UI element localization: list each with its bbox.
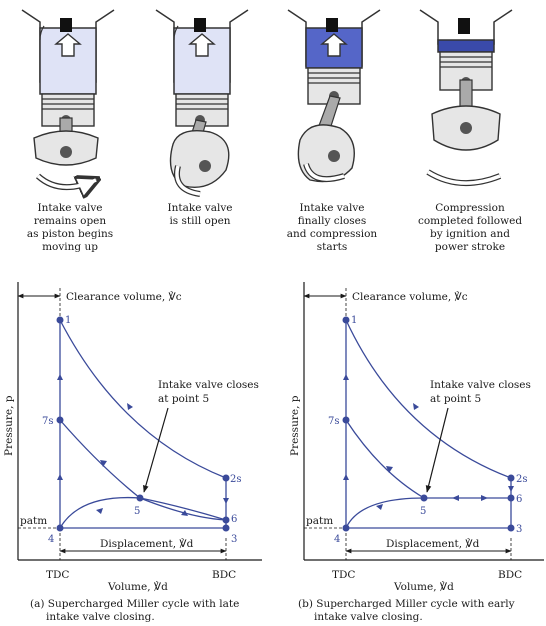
bdc-label: BDC — [212, 569, 236, 581]
annotation-line-1: Intake valve closes — [158, 379, 259, 391]
state-point-4 — [342, 524, 350, 532]
state-point-3 — [507, 524, 515, 532]
engine-stage-1 — [21, 9, 115, 187]
point-label-4: 4 — [334, 534, 340, 545]
point-label-1: 1 — [351, 315, 357, 326]
point-label-5: 5 — [420, 506, 426, 517]
state-point-5 — [420, 494, 428, 502]
state-point-7s — [342, 416, 350, 424]
state-point-5 — [136, 494, 144, 502]
pressure-axis-label: Pressure, p — [289, 395, 301, 456]
caption-b: (b) Supercharged Miller cycle with early… — [298, 598, 515, 623]
point-label-5: 5 — [134, 506, 140, 517]
annotation-line-2: at point 5 — [158, 393, 209, 405]
pv-diagrams: Clearance volume, ℣c Intake valve closes… — [3, 282, 544, 593]
pv-diagram-b: Clearance volume, ℣c Intake valve closes… — [289, 282, 544, 593]
state-point-3 — [222, 524, 230, 532]
annotation-line-1: Intake valve closes — [430, 379, 531, 391]
tdc-label: TDC — [332, 569, 355, 581]
volume-axis-label: Volume, ℣d — [393, 580, 454, 593]
displacement-label: Displacement, ℣d — [100, 537, 194, 550]
annotation-arrow — [143, 407, 169, 493]
clearance-volume-label: Clearance volume, ℣c — [66, 290, 182, 303]
point-label-6: 6 — [231, 514, 237, 525]
patm-label: patm — [306, 515, 333, 527]
point-label-7s: 7s — [42, 416, 54, 427]
point-label-3: 3 — [231, 534, 237, 545]
pv-diagram-a: Clearance volume, ℣c Intake valve closes… — [3, 282, 262, 593]
annotation-arrow — [425, 407, 449, 493]
patm-label: patm — [20, 515, 47, 527]
state-point-1 — [342, 316, 350, 324]
volume-axis-label: Volume, ℣d — [107, 580, 168, 593]
point-label-2s: 2s — [230, 474, 242, 485]
state-point-4 — [56, 524, 64, 532]
point-label-3: 3 — [516, 524, 522, 535]
engine-stage-4 — [419, 9, 513, 187]
point-label-6: 6 — [516, 494, 522, 505]
point-label-2s: 2s — [516, 474, 528, 485]
state-point-6 — [222, 516, 230, 524]
state-point-2s — [507, 474, 515, 482]
piston-direction-arrow-icon — [54, 33, 82, 57]
bdc-label: BDC — [498, 569, 522, 581]
pressure-axis-label: Pressure, p — [3, 395, 15, 456]
point-label-4: 4 — [48, 534, 54, 545]
engine-strokes-illustration — [21, 9, 513, 200]
tdc-label: TDC — [46, 569, 69, 581]
annotation-line-2: at point 5 — [430, 393, 481, 405]
state-point-2s — [222, 474, 230, 482]
state-point-1 — [56, 316, 64, 324]
point-label-7s: 7s — [328, 416, 340, 427]
displacement-label: Displacement, ℣d — [386, 537, 480, 550]
engine-stage-3 — [287, 9, 381, 183]
engine-stage-2 — [155, 9, 249, 197]
point-label-1: 1 — [65, 315, 71, 326]
clearance-volume-label: Clearance volume, ℣c — [352, 290, 468, 303]
state-point-6 — [507, 494, 515, 502]
state-point-7s — [56, 416, 64, 424]
